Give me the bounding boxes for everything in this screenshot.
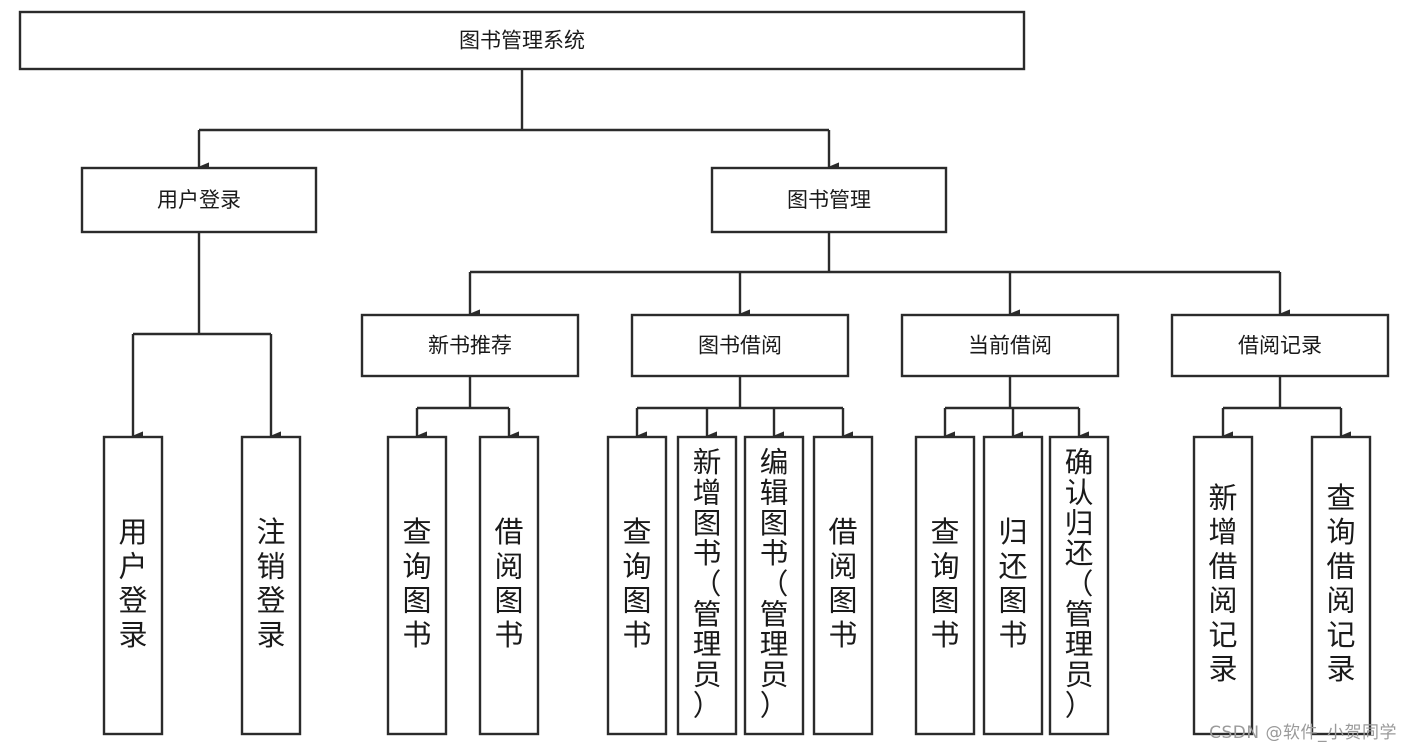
node-borrow-record-label: 借阅记录	[1238, 334, 1322, 358]
leaf-edit-book[interactable]: 编辑图书（管理员）	[743, 435, 805, 736]
node-borrow-record[interactable]: 借阅记录	[1170, 313, 1390, 378]
leaf-confirm-return-label: 确认归还（管理员）	[1065, 445, 1094, 722]
node-new-book-recommend[interactable]: 新书推荐	[360, 313, 580, 378]
node-layer: 图书管理系统用户登录用户登录注销登录图书管理新书推荐查询图书借阅图书图书借阅查询…	[18, 10, 1390, 736]
node-book-borrow-label: 图书借阅	[698, 334, 782, 358]
leaf-add-book-label: 新增图书（管理员）	[693, 445, 722, 722]
leaf-return-book[interactable]: 归还图书	[982, 435, 1044, 736]
leaf-borrow-book-2-label: 借阅图书	[828, 515, 857, 652]
node-current-borrow-label: 当前借阅	[968, 334, 1052, 358]
connector-layer	[131, 69, 1351, 441]
node-user-login-label: 用户登录	[157, 188, 241, 212]
leaf-user-login[interactable]: 用户登录	[102, 435, 164, 736]
node-user-login[interactable]: 用户登录	[80, 166, 318, 234]
node-current-borrow[interactable]: 当前借阅	[900, 313, 1120, 378]
leaf-edit-book-label: 编辑图书（管理员）	[760, 445, 789, 722]
node-new-book-recommend-label: 新书推荐	[428, 334, 512, 358]
leaf-user-logout[interactable]: 注销登录	[240, 435, 302, 736]
leaf-query-book-1-label: 查询图书	[402, 515, 431, 652]
leaf-query-book-3[interactable]: 查询图书	[914, 435, 976, 736]
leaf-user-login-label: 用户登录	[118, 515, 147, 652]
leaf-add-record[interactable]: 新增借阅记录	[1192, 435, 1254, 736]
leaf-borrow-book-2[interactable]: 借阅图书	[812, 435, 874, 736]
leaf-confirm-return[interactable]: 确认归还（管理员）	[1048, 435, 1110, 736]
leaf-query-book-1[interactable]: 查询图书	[386, 435, 448, 736]
leaf-query-book-2[interactable]: 查询图书	[606, 435, 668, 736]
leaf-add-record-label: 新增借阅记录	[1208, 481, 1237, 686]
node-root-label: 图书管理系统	[459, 29, 585, 53]
leaf-query-book-3-label: 查询图书	[930, 515, 959, 652]
node-book-management[interactable]: 图书管理	[710, 166, 948, 234]
leaf-query-record-label: 查询借阅记录	[1326, 481, 1355, 686]
leaf-query-record[interactable]: 查询借阅记录	[1310, 435, 1372, 736]
node-root[interactable]: 图书管理系统	[18, 10, 1026, 71]
leaf-add-book[interactable]: 新增图书（管理员）	[676, 435, 738, 736]
node-book-borrow[interactable]: 图书借阅	[630, 313, 850, 378]
leaf-user-logout-label: 注销登录	[256, 515, 285, 652]
leaf-borrow-book-1[interactable]: 借阅图书	[478, 435, 540, 736]
leaf-borrow-book-1-label: 借阅图书	[494, 515, 523, 652]
leaf-query-book-2-label: 查询图书	[622, 515, 651, 652]
leaf-return-book-label: 归还图书	[998, 515, 1027, 652]
node-book-management-label: 图书管理	[787, 188, 871, 212]
